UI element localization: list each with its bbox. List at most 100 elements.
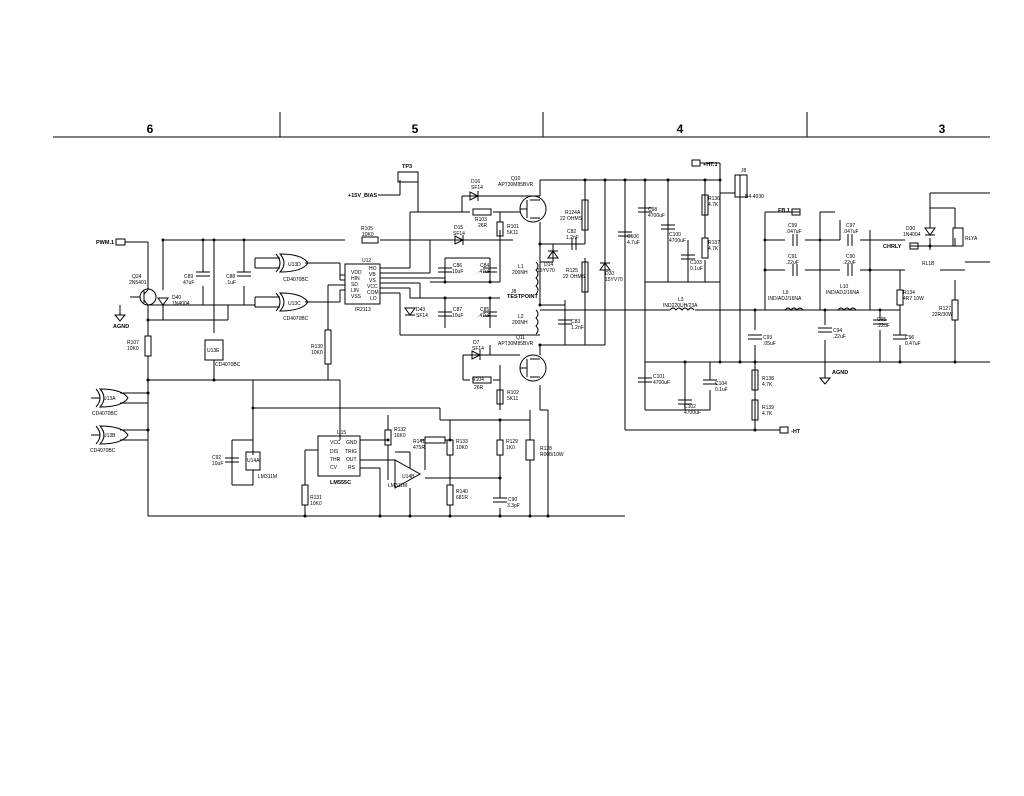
ic-pin-label: VCC: [367, 284, 378, 290]
zone-label: 6: [147, 122, 154, 136]
resistor-ref: R138: [762, 376, 774, 382]
capacitor-value: 10uF: [452, 269, 463, 275]
capacitor-value: 4700uF: [648, 213, 665, 219]
relay-coil: [952, 227, 964, 247]
resistor-ref: R107: [127, 340, 139, 346]
ic-pin-label: COM: [367, 290, 379, 296]
ground-symbol: [818, 377, 832, 385]
ic-value: CD4070BC: [92, 411, 118, 417]
diode-symbol: [157, 191, 936, 360]
ic-value: IR2113: [355, 307, 371, 313]
capacitor-ref: C96: [905, 335, 914, 341]
capacitor-ref: C88: [226, 274, 235, 280]
resistor-symbol: [701, 194, 709, 216]
resistor-value: 5K11: [507, 230, 519, 236]
inductor-ref: L10: [840, 284, 849, 290]
resistor-ref: R136: [708, 196, 720, 202]
resistor-symbol: [525, 439, 535, 461]
capacitor-ref: C84: [480, 263, 489, 269]
ic-pin-label: VDD: [351, 270, 362, 276]
inductor-value: 200NH: [512, 270, 528, 276]
inductor-ref: L2: [518, 314, 524, 320]
capacitor-ref: C102: [684, 404, 696, 410]
capacitor-ref: C98: [648, 207, 657, 213]
bjt-symbol: [139, 288, 157, 306]
inductor-ref: L9: [783, 290, 789, 296]
wiring: [91, 162, 990, 517]
net-label-tp3: TP3: [402, 164, 412, 170]
net-label-hv-pos: +HT.1: [703, 162, 718, 168]
resistor-ref: R133: [456, 439, 468, 445]
capacitor-value: 1.2nF: [566, 235, 579, 241]
resistor-value: 22 OHMS: [563, 274, 586, 280]
ic-pin-label: VSS: [351, 294, 362, 300]
capacitor-value: .22uF: [843, 260, 856, 266]
ic-value: CD4070BC: [283, 277, 309, 283]
capacitor-ref: C94: [833, 328, 842, 334]
resistor-value: 16K0: [394, 433, 406, 439]
connector-j8: [734, 174, 748, 198]
capacitor-value: 10uF: [212, 461, 223, 467]
connector-ref: J8: [511, 289, 517, 295]
ic-ref: U13C: [288, 301, 301, 307]
diode-ref: D14: [544, 262, 553, 268]
capacitor-value: .05uF: [763, 341, 776, 347]
capacitor-ref: C86: [453, 263, 462, 269]
ic-pin-label: DIS: [330, 449, 339, 455]
resistor-symbol: [951, 299, 959, 321]
resistor-symbol: [701, 237, 709, 259]
capacitor-ref: C97: [846, 223, 855, 229]
resistor-symbol: [384, 429, 392, 446]
ic-value: CD4070BC: [90, 448, 116, 454]
ic-u12-box: [344, 263, 381, 305]
net-label-testpoint: TESTPOINT: [507, 294, 539, 300]
capacitor-value: 1.2nF: [571, 325, 584, 331]
ic-ref: U13A: [103, 396, 116, 402]
diode-ref: D20: [605, 271, 614, 277]
zone-label: 5: [412, 122, 419, 136]
resistor-value: 22R/30W: [932, 312, 953, 318]
inductor-ref: L3: [678, 297, 684, 303]
ic-value: LM311M: [258, 474, 277, 480]
resistor-ref: R101: [507, 224, 519, 230]
diode-ref: D15: [454, 225, 463, 231]
resistor-symbol: [301, 484, 309, 506]
resistor-value: 1K0: [506, 445, 515, 451]
net-label-hv-neg: -HT: [791, 429, 801, 435]
capacitor-value: .22uF: [877, 323, 890, 329]
transistor-ref: Q10: [511, 176, 521, 182]
ic-pin-label: OUT: [346, 457, 357, 463]
resistor-symbol: [896, 289, 904, 306]
ic-pin-label: LIN: [351, 288, 359, 294]
resistor-symbol: [496, 439, 504, 456]
capacitor-value: .047uF: [843, 229, 859, 235]
resistor-symbol: [446, 439, 454, 456]
resistor-ref: R124A: [565, 210, 581, 216]
xor-gate-symbol: [95, 253, 309, 445]
resistor-ref: R125: [566, 268, 578, 274]
ic-pin-label: HIN: [351, 276, 360, 282]
capacitor-ref: C91: [788, 254, 797, 260]
ic-pin-label: THR: [330, 457, 341, 463]
diode-ref: D40: [172, 295, 181, 301]
resistor-value: 10K0: [127, 346, 139, 352]
labels: PWM.1 +15V_BIAS TP3 +HT.1 -HT FB.1 CHRLY…: [90, 162, 978, 509]
resistor-ref: R130: [311, 344, 323, 350]
diode-ref: D16: [471, 179, 480, 185]
net-flag: [791, 208, 801, 216]
resistor-symbol: [751, 369, 759, 391]
ic-ref: U15: [337, 430, 346, 436]
connector-tp3: [397, 171, 419, 183]
resistor-value: 26R: [474, 385, 484, 391]
zone-label: 4: [677, 122, 684, 136]
ic-value: LM555C: [330, 480, 351, 486]
ic-pin-label: VB: [369, 272, 376, 278]
resistor-symbol: [324, 329, 332, 365]
net-label-bias: +15V_BIAS: [348, 193, 378, 199]
ic-u13e-box: [204, 339, 224, 361]
capacitor-ref: C90: [846, 254, 855, 260]
diode-ref: D7: [473, 340, 480, 346]
relay-label: RLYA: [965, 236, 978, 242]
diode-ref: D43: [416, 307, 425, 313]
inductor-value: IND/ADJ/16NA: [826, 290, 860, 296]
